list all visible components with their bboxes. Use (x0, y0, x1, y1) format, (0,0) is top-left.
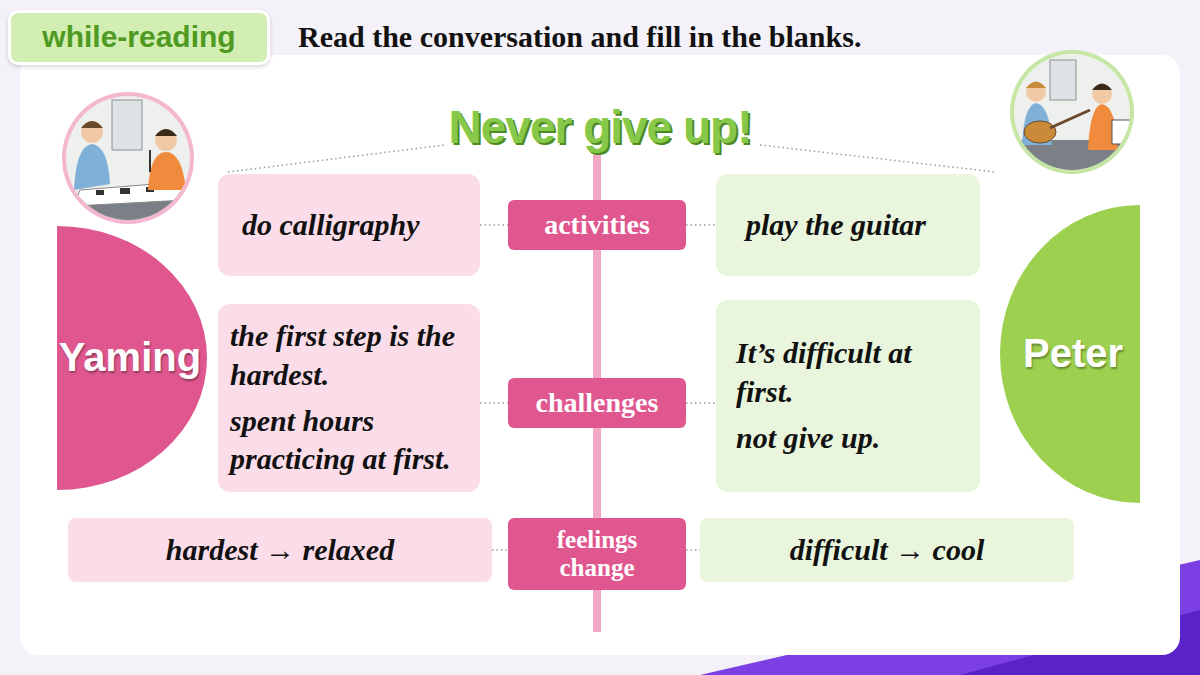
node-text: spent hours practicing at first. (230, 402, 464, 479)
calligraphy-photo (60, 90, 200, 230)
node-text: challenges (514, 385, 680, 421)
diagram-title: Never give up! (400, 100, 800, 154)
activity-box: play the guitar (716, 174, 980, 276)
dotted-connector (686, 224, 716, 226)
node-text: the first step is the hardest. (230, 317, 464, 394)
feeling-box: difficult → cool (700, 518, 1074, 582)
node-text: hardest → relaxed (78, 531, 482, 569)
node-text: Peter (1006, 328, 1140, 379)
node-text: feelings change (538, 526, 656, 581)
leader-line (228, 145, 445, 172)
section-tab: while-reading (8, 10, 270, 65)
half-circle-fill (1000, 205, 1140, 503)
category-box: feelings change (508, 518, 686, 590)
content-panel (20, 55, 1180, 655)
dotted-connector (480, 402, 508, 404)
activity-box: do calligraphy (218, 174, 480, 276)
node-text: activities (514, 207, 680, 243)
node-text: difficult → cool (710, 531, 1064, 569)
person-name-shape: Yaming (57, 226, 207, 490)
person-name-shape: Peter (1000, 205, 1140, 503)
leader-line (760, 145, 995, 172)
node-text: not give up. (736, 419, 960, 457)
dotted-connector (686, 549, 700, 551)
node-text: play the guitar (746, 206, 966, 244)
guitar-photo (1010, 50, 1134, 180)
node-text: do calligraphy (242, 206, 466, 244)
half-circle-fill (57, 226, 207, 490)
challenge-box: It’s difficult at first. not give up. (716, 300, 980, 492)
instruction-text: Read the conversation and fill in the bl… (298, 20, 861, 54)
category-box: activities (508, 200, 686, 250)
node-text: while-reading (21, 18, 257, 56)
dotted-connector (686, 402, 716, 404)
challenge-box: the first step is the hardest. spent hour… (218, 304, 480, 492)
dotted-connector (480, 224, 508, 226)
node-text: It’s difficult at first. (736, 334, 960, 411)
category-box: challenges (508, 378, 686, 428)
dotted-connector (492, 549, 508, 551)
feeling-box: hardest → relaxed (68, 518, 492, 582)
node-text: Yaming (57, 332, 203, 383)
